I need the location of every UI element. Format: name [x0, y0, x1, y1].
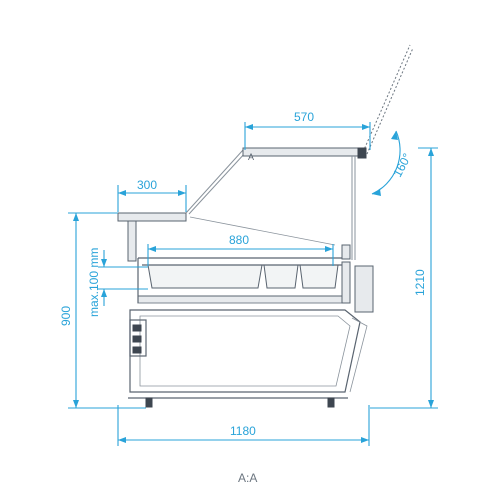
left-post — [127, 220, 137, 262]
dim-1210-arrow-top — [428, 148, 434, 156]
light-line — [189, 216, 336, 246]
dim-570-arrow-right — [362, 124, 370, 130]
front-glass — [185, 149, 244, 214]
rear-support — [341, 244, 351, 260]
angle-arrow-bottom — [372, 189, 381, 196]
open-sash-dashed-2 — [366, 47, 414, 155]
dim-570-label: 570 — [294, 110, 314, 124]
dim-1210-label: 1210 — [413, 269, 427, 296]
dim-1210-arrow-bottom — [428, 400, 434, 408]
dim-300-arrow-left — [118, 190, 126, 196]
front-glass-inner — [188, 151, 247, 215]
dimension-lines: 570 300 880 1180 1210 900 — [59, 110, 438, 446]
top-canopy — [242, 147, 364, 157]
section-caption: A:A — [238, 471, 257, 485]
pan-large — [147, 264, 263, 289]
dim-max-arrow-bottom — [101, 289, 107, 297]
dim-900-label: 900 — [59, 306, 73, 326]
top-shelf — [117, 212, 187, 222]
open-sash-dashed — [362, 44, 411, 153]
dim-880-arrow-right — [325, 246, 333, 252]
control-knob-1 — [132, 324, 142, 332]
foot-right — [327, 397, 335, 408]
base-cabinet-inner — [139, 315, 351, 387]
pan-medium — [263, 264, 299, 289]
dim-900-arrow-top — [73, 213, 79, 221]
display-counter-cabinet: A — [117, 44, 414, 408]
dim-max-label: max.100 mm — [87, 248, 101, 317]
dim-max-arrow-top — [101, 259, 107, 267]
section-marker-label: A — [248, 152, 254, 162]
foot-left — [145, 397, 153, 408]
dim-1180-arrow-right — [361, 437, 369, 443]
dim-880-label: 880 — [229, 233, 249, 247]
dim-570-arrow-left — [245, 124, 253, 130]
dim-300-arrow-right — [178, 190, 186, 196]
dim-1180-arrow-left — [118, 437, 126, 443]
dim-300-label: 300 — [137, 178, 157, 192]
dim-900-arrow-bottom — [73, 400, 79, 408]
control-knob-3 — [132, 346, 142, 354]
dim-880-arrow-left — [148, 246, 156, 252]
control-box — [129, 319, 147, 357]
angle-label: 160° — [390, 151, 414, 180]
well-bottom — [137, 295, 349, 304]
hinge — [357, 147, 367, 159]
pan-small — [299, 264, 339, 289]
dim-1180-label: 1180 — [230, 424, 256, 438]
well-right-wall — [341, 261, 351, 304]
control-knob-2 — [132, 335, 142, 343]
rear-service-panel — [354, 265, 374, 313]
angle-arrow-top — [391, 131, 398, 140]
base-cabinet — [129, 309, 361, 393]
rear-slant — [349, 317, 368, 393]
